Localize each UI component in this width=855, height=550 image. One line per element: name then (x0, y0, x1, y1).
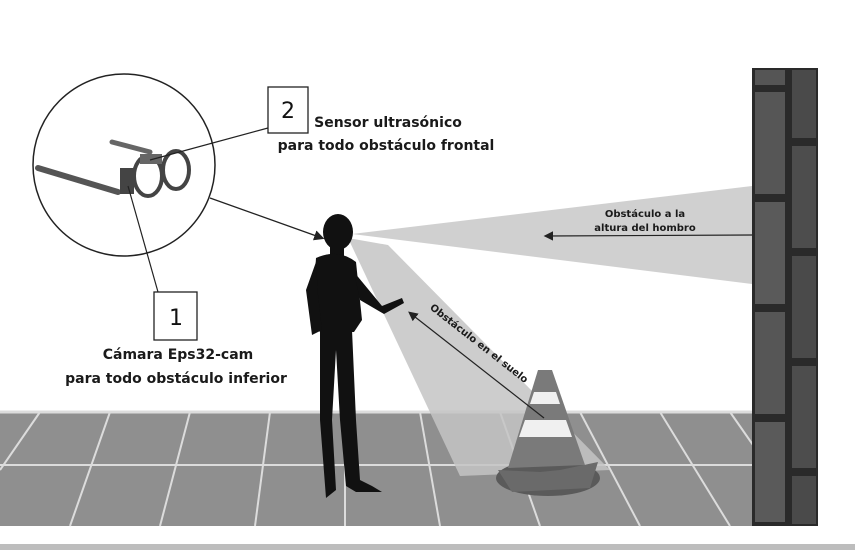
traffic-cone (496, 370, 600, 496)
callout-2-leader (149, 127, 269, 161)
callout-2-number: 2 (281, 99, 295, 124)
brick-wall (752, 68, 818, 526)
person-silhouette (306, 214, 404, 498)
shoulder-obstacle-label-line2: altura del hombro (594, 223, 696, 234)
callout-1-number: 1 (169, 306, 183, 331)
callout-1-leader (127, 185, 159, 293)
callout-1-line1: Cámara Eps32-cam (103, 347, 254, 363)
callout-2-line2: para todo obstáculo frontal (278, 138, 495, 154)
callout-2-box (267, 86, 309, 134)
callout-2-line1: Sensor ultrasónico (314, 115, 462, 131)
shoulder-obstacle-label-line1: Obstáculo a la (605, 208, 685, 220)
glasses-icon (35, 139, 191, 198)
tiled-floor (0, 410, 761, 527)
glasses-inset-circle (32, 73, 216, 257)
bottom-shadow (0, 544, 855, 550)
callout-1-box (153, 291, 198, 341)
floor-obstacle-arrow (408, 311, 545, 419)
shoulder-obstacle-arrow (543, 231, 753, 241)
inset-to-head-arrow (209, 197, 325, 241)
callout-1-line2: para todo obstáculo inferior (65, 371, 287, 387)
